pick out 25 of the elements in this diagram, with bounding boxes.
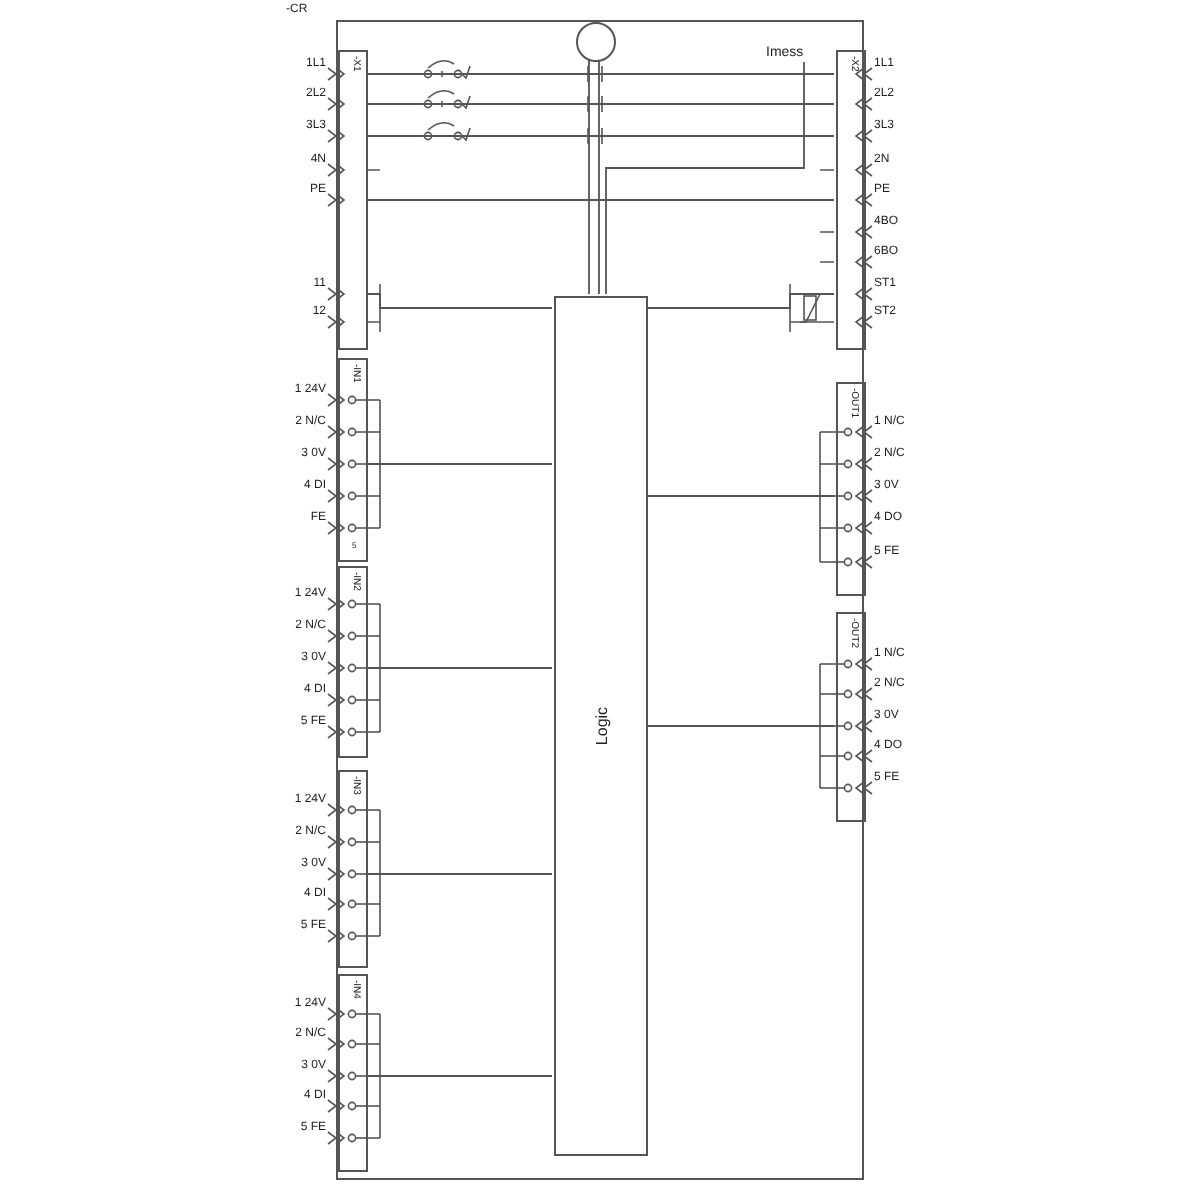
wire (365, 73, 835, 75)
wire (365, 873, 553, 875)
input-module (338, 566, 368, 758)
wire (645, 293, 835, 309)
wire (365, 103, 835, 105)
logic-block (554, 296, 648, 1156)
wire (365, 667, 553, 669)
terminal-strip (836, 50, 866, 350)
output-module (836, 382, 866, 596)
wire (365, 199, 835, 201)
input-module (338, 974, 368, 1172)
terminal-strip (338, 50, 368, 350)
wire (645, 725, 835, 727)
wire (605, 61, 805, 295)
wire (365, 1075, 553, 1077)
wire (365, 293, 553, 309)
block-label: Logic (594, 706, 608, 746)
motor-circle (576, 22, 616, 62)
wire (645, 495, 835, 497)
wire (365, 463, 553, 465)
input-module (338, 770, 368, 968)
wire (365, 135, 835, 137)
wire (588, 59, 600, 295)
output-module (836, 612, 866, 822)
input-module (338, 358, 368, 562)
